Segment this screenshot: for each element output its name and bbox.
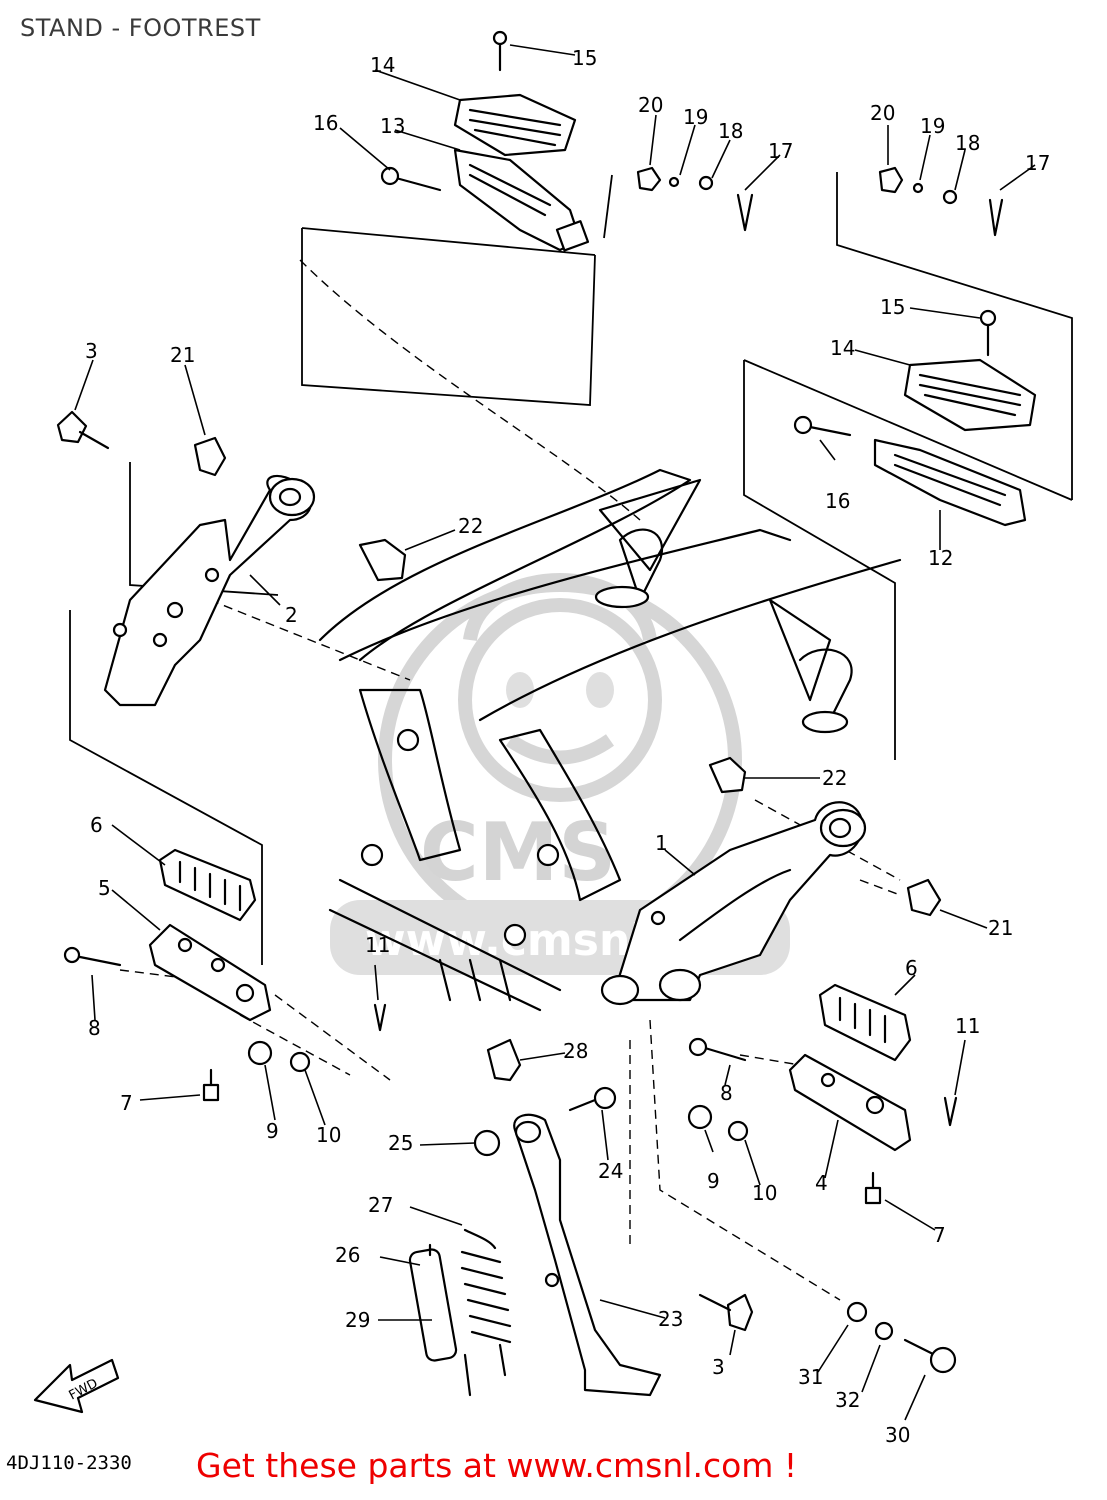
- label-15-right: 15: [880, 295, 905, 319]
- label-31: 31: [798, 1365, 823, 1389]
- part-6-footrest-rubbers: [158, 848, 912, 1062]
- label-15: 15: [572, 46, 597, 70]
- label-24: 24: [598, 1159, 623, 1183]
- label-4: 4: [815, 1171, 828, 1195]
- label-6-right: 6: [905, 956, 918, 980]
- label-16: 16: [313, 111, 338, 135]
- label-20: 20: [638, 93, 663, 117]
- label-10-right: 10: [752, 1181, 777, 1205]
- label-17-right: 17: [1025, 151, 1050, 175]
- label-2: 2: [285, 603, 298, 627]
- part-5-4-footrest-pegs: [148, 923, 912, 1152]
- diagram-code: 4DJ110-2330: [6, 1452, 132, 1474]
- label-8: 8: [88, 1016, 101, 1040]
- part-12-14-rear-footrest-right: [873, 358, 1037, 527]
- label-14: 14: [370, 53, 395, 77]
- label-9-right: 9: [707, 1169, 720, 1193]
- label-10: 10: [316, 1123, 341, 1147]
- label-13: 13: [380, 114, 405, 138]
- label-29: 29: [345, 1308, 370, 1332]
- guide-lines: [69, 172, 1073, 1301]
- label-8-right: 8: [720, 1081, 733, 1105]
- label-3: 3: [85, 339, 98, 363]
- label-16-right: 16: [825, 489, 850, 513]
- label-7-right: 7: [933, 1223, 946, 1247]
- label-21-right: 21: [988, 916, 1013, 940]
- label-1: 1: [655, 831, 668, 855]
- footer-parts-link[interactable]: Get these parts at www.cmsnl.com !: [196, 1446, 798, 1485]
- label-18-right: 18: [955, 131, 980, 155]
- label-28: 28: [563, 1039, 588, 1063]
- part-number-labels: 14 15 16 13 20 19 18 17 20 19 18 17 15 1…: [85, 46, 1050, 1447]
- label-11: 11: [365, 933, 390, 957]
- leader-lines: [74, 44, 1036, 1421]
- part-23-side-stand: [513, 1113, 662, 1397]
- small-hardware-parts: [56, 30, 1004, 1374]
- frame-chassis: [318, 468, 902, 1012]
- label-5: 5: [98, 876, 111, 900]
- label-25: 25: [388, 1131, 413, 1155]
- label-12: 12: [928, 546, 953, 570]
- label-22: 22: [458, 514, 483, 538]
- page-title: STAND - FOOTREST: [20, 14, 261, 42]
- forward-direction-arrow: FWD: [33, 1358, 120, 1414]
- label-18: 18: [718, 119, 743, 143]
- label-14-right: 14: [830, 336, 855, 360]
- label-21: 21: [170, 343, 195, 367]
- part-26-27-29-springs: [408, 1228, 512, 1397]
- label-7: 7: [120, 1091, 133, 1115]
- part-13-14-rear-footrest-top: [453, 93, 590, 252]
- part-1-right-footrest-bracket: [600, 801, 867, 1006]
- label-32: 32: [835, 1388, 860, 1412]
- part-2-left-footrest-bracket: [103, 474, 316, 707]
- label-30: 30: [885, 1423, 910, 1447]
- label-17: 17: [768, 139, 793, 163]
- label-19: 19: [683, 105, 708, 129]
- label-22-right: 22: [822, 766, 847, 790]
- label-20-right: 20: [870, 101, 895, 125]
- label-6: 6: [90, 813, 103, 837]
- label-26: 26: [335, 1243, 360, 1267]
- label-23: 23: [658, 1307, 683, 1331]
- label-27: 27: [368, 1193, 393, 1217]
- label-9: 9: [266, 1119, 279, 1143]
- label-11-right: 11: [955, 1014, 980, 1038]
- label-3-right: 3: [712, 1355, 725, 1379]
- label-19-right: 19: [920, 114, 945, 138]
